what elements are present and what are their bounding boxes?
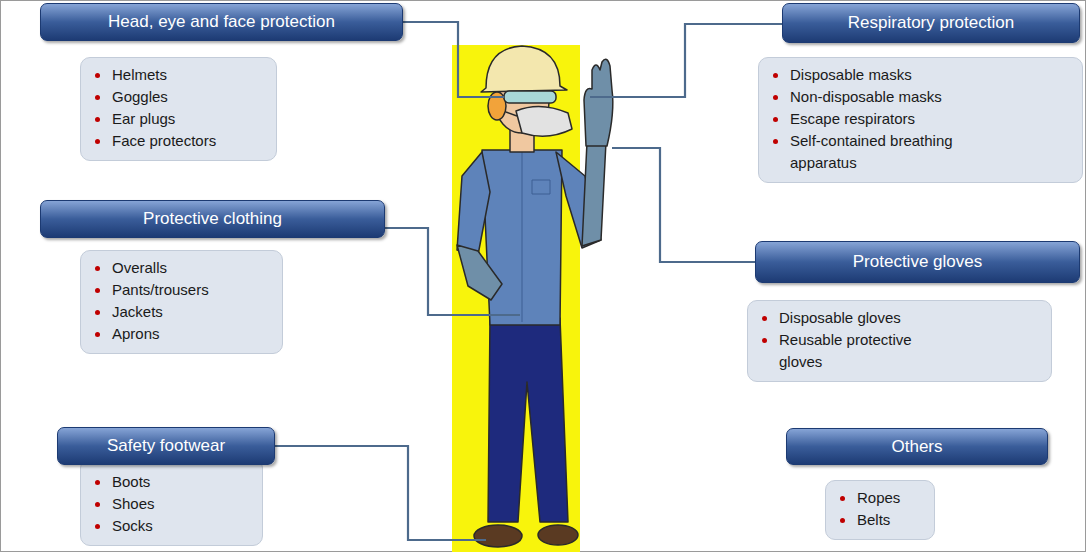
bullet-dot bbox=[95, 502, 100, 507]
bullet-dot bbox=[840, 496, 845, 501]
item-list-box: Disposable masksNon-disposable masksEsca… bbox=[758, 57, 1083, 183]
bullet-row: Reusable protective gloves bbox=[762, 329, 1041, 373]
header-text: Protective clothing bbox=[143, 209, 282, 229]
bullet-dot bbox=[773, 73, 778, 78]
item-list-box: Disposable glovesReusable protective glo… bbox=[747, 300, 1052, 382]
bullet-row: Ropes bbox=[840, 487, 924, 509]
bullet-row: Disposable masks bbox=[773, 64, 1072, 86]
list-item: Jackets bbox=[112, 301, 163, 323]
bullet-row: Shoes bbox=[95, 493, 252, 515]
list-item: Face protectors bbox=[112, 130, 216, 152]
list-item: Overalls bbox=[112, 257, 167, 279]
list-item: Disposable gloves bbox=[779, 307, 901, 329]
list-item: Aprons bbox=[112, 323, 160, 345]
category-header: Respiratory protection bbox=[782, 3, 1080, 43]
item-list-box: BootsShoesSocks bbox=[80, 458, 263, 546]
header-text: Others bbox=[891, 437, 942, 457]
bullet-dot bbox=[95, 73, 100, 78]
header-text: Respiratory protection bbox=[848, 13, 1014, 33]
bullet-row: Boots bbox=[95, 471, 252, 493]
bullet-row: Ear plugs bbox=[95, 108, 266, 130]
bullet-dot bbox=[773, 95, 778, 100]
header-text: Safety footwear bbox=[107, 436, 225, 456]
bullet-dot bbox=[95, 117, 100, 122]
list-item: Belts bbox=[857, 509, 890, 531]
list-item: Shoes bbox=[112, 493, 155, 515]
bullet-dot bbox=[95, 288, 100, 293]
bullet-row: Self-contained breathing apparatus bbox=[773, 130, 1072, 174]
bullet-row: Disposable gloves bbox=[762, 307, 1041, 329]
bullet-dot bbox=[773, 117, 778, 122]
list-item: Helmets bbox=[112, 64, 167, 86]
category-header: Safety footwear bbox=[57, 427, 275, 465]
list-item: Ropes bbox=[857, 487, 900, 509]
bullet-dot bbox=[840, 518, 845, 523]
list-item: Socks bbox=[112, 515, 153, 537]
item-list-box: RopesBelts bbox=[825, 480, 935, 540]
category-header: Head, eye and face protection bbox=[40, 3, 403, 41]
list-item: Reusable protective gloves bbox=[779, 329, 939, 373]
bullet-dot bbox=[95, 95, 100, 100]
list-item: Disposable masks bbox=[790, 64, 912, 86]
list-item: Escape respirators bbox=[790, 108, 915, 130]
item-list-box: HelmetsGogglesEar plugsFace protectors bbox=[80, 57, 277, 161]
bullet-row: Belts bbox=[840, 509, 924, 531]
bullet-row: Pants/trousers bbox=[95, 279, 272, 301]
bullet-dot bbox=[95, 266, 100, 271]
bullet-dot bbox=[762, 316, 767, 321]
category-header: Others bbox=[786, 428, 1048, 465]
item-list-box: OverallsPants/trousersJacketsAprons bbox=[80, 250, 283, 354]
bullet-dot bbox=[95, 139, 100, 144]
bullet-row: Face protectors bbox=[95, 130, 266, 152]
bullet-row: Escape respirators bbox=[773, 108, 1072, 130]
category-header: Protective gloves bbox=[755, 241, 1080, 283]
bullet-row: Jackets bbox=[95, 301, 272, 323]
list-item: Self-contained breathing apparatus bbox=[790, 130, 1020, 174]
list-item: Boots bbox=[112, 471, 150, 493]
bullet-row: Helmets bbox=[95, 64, 266, 86]
bullet-dot bbox=[95, 524, 100, 529]
list-item: Non-disposable masks bbox=[790, 86, 942, 108]
bullet-row: Overalls bbox=[95, 257, 272, 279]
bullet-dot bbox=[95, 480, 100, 485]
header-text: Protective gloves bbox=[853, 252, 982, 272]
bullet-dot bbox=[762, 338, 767, 343]
header-text: Head, eye and face protection bbox=[108, 12, 335, 32]
bullet-dot bbox=[773, 139, 778, 144]
bullet-dot bbox=[95, 310, 100, 315]
list-item: Pants/trousers bbox=[112, 279, 209, 301]
list-item: Goggles bbox=[112, 86, 168, 108]
list-item: Ear plugs bbox=[112, 108, 175, 130]
bullet-row: Goggles bbox=[95, 86, 266, 108]
bullet-dot bbox=[95, 332, 100, 337]
bullet-row: Socks bbox=[95, 515, 252, 537]
category-header: Protective clothing bbox=[40, 200, 385, 238]
bullet-row: Non-disposable masks bbox=[773, 86, 1072, 108]
bullet-row: Aprons bbox=[95, 323, 272, 345]
